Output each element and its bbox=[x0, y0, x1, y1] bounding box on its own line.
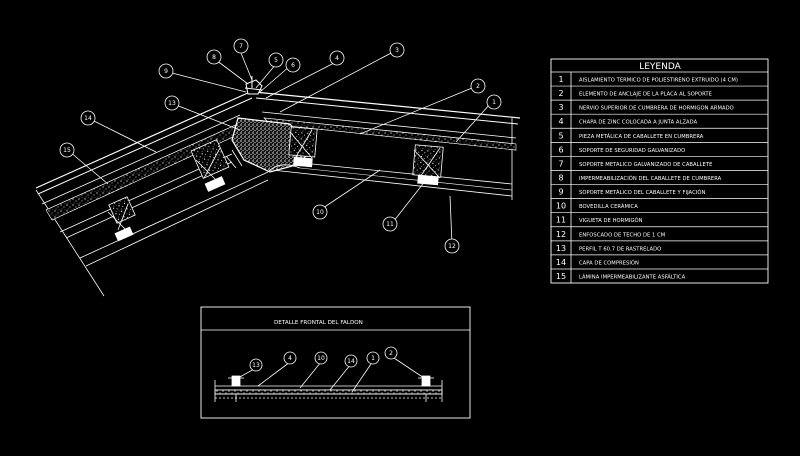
right-supports bbox=[288, 126, 444, 186]
svg-text:3: 3 bbox=[395, 47, 399, 54]
svg-text:10: 10 bbox=[316, 209, 324, 216]
detail-callouts: 13 4 10 14 1 2 bbox=[249, 346, 398, 372]
detail-frontal: DETALLE FRONTAL DEL FALDON bbox=[200, 306, 471, 419]
detail-callout-2: 2 bbox=[384, 346, 398, 360]
svg-text:14: 14 bbox=[347, 358, 355, 365]
ridge-cap bbox=[244, 76, 263, 95]
legend-item-text: SOPORTE METALICO GALVANIZADO DE CABALLET… bbox=[579, 162, 712, 168]
svg-text:5: 5 bbox=[274, 57, 278, 64]
left-supports bbox=[107, 139, 243, 242]
callout-2: 2 bbox=[470, 78, 486, 94]
callout-15: 15 bbox=[59, 142, 75, 158]
legend-item-number: 1 bbox=[558, 75, 563, 84]
svg-text:7: 7 bbox=[239, 43, 243, 50]
legend-item-text: LÁMINA IMPERMEABILIZANTE ASFÁLTICA bbox=[579, 273, 686, 280]
legend-title: LEYENDA bbox=[639, 62, 681, 72]
legend-item-text: IMPERMEABILIZACIÓN DEL CABALLETE DE CUMB… bbox=[579, 175, 722, 182]
legend-item-number: 13 bbox=[556, 244, 566, 253]
legend-item-number: 9 bbox=[558, 188, 563, 197]
legend-item-number: 7 bbox=[558, 159, 563, 168]
detail-frame bbox=[200, 306, 471, 419]
legend-item-number: 2 bbox=[558, 89, 563, 98]
legend-item-number: 6 bbox=[558, 145, 563, 154]
section-callouts: 7 8 5 6 9 4 3 13 bbox=[59, 38, 502, 254]
svg-text:14: 14 bbox=[84, 115, 92, 122]
legend-item-number: 4 bbox=[558, 117, 563, 126]
legend-item-number: 5 bbox=[558, 131, 563, 140]
legend-item-text: AISLAMIENTO TERMICO DE POLIESTIRENO EXTR… bbox=[579, 78, 738, 84]
legend-item-number: 11 bbox=[556, 216, 566, 225]
legend-item-text: PERFIL T 60.7 DE RASTRELADO bbox=[579, 246, 661, 252]
detail-title: DETALLE FRONTAL DEL FALDON bbox=[274, 320, 363, 326]
legend-item-number: 3 bbox=[558, 103, 563, 112]
legend-item-text: ELEMENTO DE ANCLAJE DE LA PLACA AL SOPOR… bbox=[579, 92, 712, 98]
callout-11: 11 bbox=[382, 216, 398, 232]
vault-curve bbox=[267, 164, 301, 173]
detail-callout-1: 1 bbox=[366, 351, 380, 365]
svg-text:1: 1 bbox=[492, 99, 496, 106]
callout-4: 4 bbox=[329, 50, 345, 66]
legend-item-text: PIEZA METÁLICA DE CABALLETE EN CUMBRERA bbox=[579, 133, 704, 140]
legend-item-text: ENFOSCADO DE TECHO DE 1 CM bbox=[579, 232, 665, 238]
svg-text:12: 12 bbox=[448, 243, 456, 250]
legend-item-text: CHAPA DE ZINC COLOCADA A JUNTA ALZADA bbox=[579, 120, 698, 126]
legend-rows: 1 AISLAMIENTO TERMICO DE POLIESTIRENO EXT… bbox=[551, 75, 768, 281]
svg-text:15: 15 bbox=[63, 147, 71, 154]
svg-text:4: 4 bbox=[288, 355, 292, 362]
legend-item-text: NERVIO SUPERIOR DE CUMBRERA DE HORMIGON … bbox=[579, 106, 734, 112]
section-leader-lines bbox=[69, 51, 491, 245]
legend-item-text: SOPORTE DE SEGURIDAD GALVANIZADO bbox=[579, 148, 685, 154]
left-slope-layers bbox=[35, 91, 269, 297]
detail-slab bbox=[214, 375, 443, 402]
legend-item-number: 12 bbox=[556, 230, 566, 239]
svg-text:4: 4 bbox=[335, 55, 339, 62]
legend-item-number: 14 bbox=[556, 258, 566, 267]
svg-text:8: 8 bbox=[212, 54, 216, 61]
callout-5: 5 bbox=[268, 52, 284, 68]
legend-item-text: BOVEDILLA CERÁMICA bbox=[579, 203, 638, 210]
callout-8: 8 bbox=[206, 49, 222, 65]
legend-item-text: SOPORTE METÁLICO DEL CABALLETE Y FIJACIÓ… bbox=[579, 189, 705, 196]
callout-9: 9 bbox=[158, 63, 174, 79]
svg-text:13: 13 bbox=[252, 362, 260, 369]
callout-12: 12 bbox=[444, 238, 460, 254]
svg-text:9: 9 bbox=[164, 68, 168, 75]
detail-leader-lines bbox=[237, 355, 425, 393]
callout-14: 14 bbox=[80, 110, 96, 126]
callout-6: 6 bbox=[285, 57, 301, 73]
callout-7: 7 bbox=[233, 38, 249, 54]
svg-text:2: 2 bbox=[389, 350, 393, 357]
callout-10: 10 bbox=[312, 204, 328, 220]
legend-table: LEYENDA 1 AISLAMIENTO TERMICO DE POLIESTI… bbox=[550, 58, 769, 284]
legend-item-number: 8 bbox=[558, 173, 563, 182]
legend-item-number: 10 bbox=[556, 202, 566, 211]
svg-text:11: 11 bbox=[386, 221, 394, 228]
detail-callout-14: 14 bbox=[344, 354, 358, 368]
detail-callout-4: 4 bbox=[283, 351, 297, 365]
callout-13: 13 bbox=[164, 95, 180, 111]
svg-text:13: 13 bbox=[168, 100, 176, 107]
legend-item-text: VIGUETA DE HORMIGÓN bbox=[579, 217, 643, 224]
svg-text:2: 2 bbox=[476, 83, 480, 90]
svg-text:1: 1 bbox=[371, 355, 375, 362]
roof-section bbox=[35, 76, 521, 297]
legend-frame bbox=[550, 58, 769, 284]
callout-1: 1 bbox=[486, 94, 502, 110]
legend-item-number: 15 bbox=[556, 272, 566, 281]
legend-item-text: CAPA DE COMPRESIÓN bbox=[579, 259, 639, 266]
detail-callout-13: 13 bbox=[249, 358, 263, 372]
svg-text:6: 6 bbox=[291, 62, 295, 69]
callout-3: 3 bbox=[389, 42, 405, 58]
svg-text:10: 10 bbox=[317, 355, 325, 362]
detail-callout-10: 10 bbox=[314, 351, 328, 365]
